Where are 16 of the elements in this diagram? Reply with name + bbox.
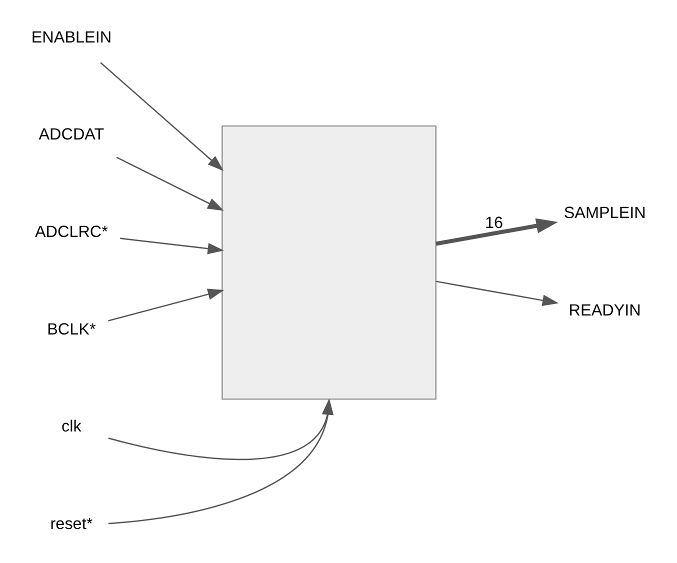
node-box (222, 125, 437, 400)
arrow (108, 288, 224, 322)
arrow (120, 238, 224, 254)
node-text: READYIN (568, 301, 641, 320)
arrow (116, 156, 224, 211)
node-text: BCLK* (47, 320, 96, 338)
arrow (100, 62, 224, 171)
edge-label: 16 (484, 214, 504, 232)
node-text: reset* (50, 515, 93, 534)
arrow (436, 280, 559, 306)
node-text: clk (62, 418, 82, 436)
node-text: SAMPLEIN (564, 204, 646, 222)
node-text: ENABLEIN (31, 28, 112, 46)
arrow (436, 218, 558, 246)
node-text: ADCLRC* (34, 223, 108, 242)
node-text: ADCDAT (38, 126, 104, 144)
